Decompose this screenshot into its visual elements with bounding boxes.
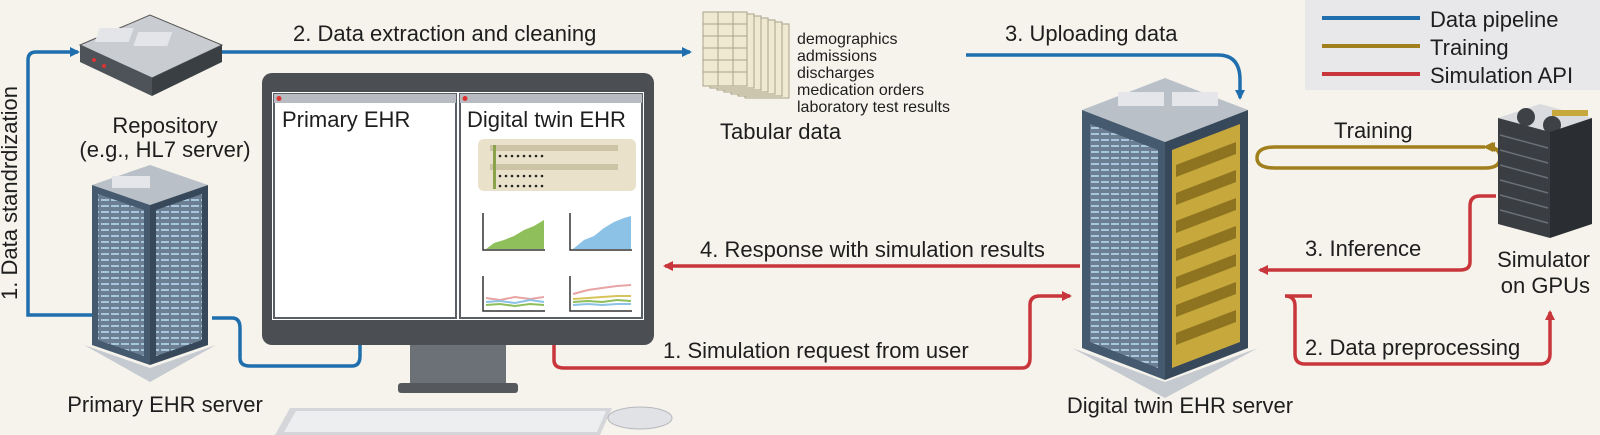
pipeline-edges [26,47,1245,368]
tabular-fields: demographics admissions discharges medic… [797,31,950,116]
edge-inference [1258,194,1496,275]
field-admissions: admissions [797,48,877,65]
simulator-label-line1: Simulator [1497,247,1590,272]
digital-twin-pane [459,93,643,319]
edge-simulation-request [552,291,1072,370]
primary-server-label: Primary EHR server [67,392,263,417]
mini-line-chart-left [482,276,545,312]
monitor-icon [262,73,654,393]
field-medication-orders: medication orders [797,82,924,99]
tabular-label: Tabular data [720,119,842,144]
monitor-left-pane-title: Primary EHR [282,107,410,132]
simulator-label-line2: on GPUs [1501,273,1590,298]
label-uploading: 3. Uploading data [1005,21,1178,46]
legend: Data pipeline Training Simulation API [1305,0,1600,90]
label-response: 4. Response with simulation results [700,237,1045,262]
label-extraction: 2. Data extraction and cleaning [293,21,596,46]
repository-label-line2: (e.g., HL7 server) [79,137,250,162]
edge-training-bottom [1275,142,1502,170]
primary-server-rack [84,165,216,382]
mini-line-chart-right [569,276,632,312]
keyboard-icon [275,408,612,435]
label-training: Training [1334,118,1413,143]
twin-server-rack [1072,78,1258,398]
monitor-right-pane-title: Digital twin EHR [467,107,626,132]
legend-label-simulation: Simulation API [1430,63,1573,88]
label-data-standardization: 1. Data standrdization [0,86,22,300]
field-laboratory-test-results: laboratory test results [797,99,950,116]
mouse-icon [607,406,673,430]
label-inference: 3. Inference [1305,236,1421,261]
edge-uploading [966,53,1245,100]
edge-server-to-monitor [212,316,362,368]
twin-server-label: Digital twin EHR server [1067,393,1293,418]
edge-data-standardization [26,47,92,317]
simulation-edges [552,194,1555,370]
label-preprocessing: 2. Data preprocessing [1305,335,1520,360]
repository-label-line1: Repository [112,113,217,138]
gpu-stack-icon [1498,104,1592,238]
training-loop [1255,142,1502,170]
edge-training-top [1255,142,1493,170]
legend-label-pipeline: Data pipeline [1430,7,1558,32]
label-request: 1. Simulation request from user [663,338,969,363]
mini-area-chart-blue [569,213,632,251]
field-discharges: discharges [797,65,874,82]
edge-preprocessing [1284,294,1555,366]
primary-ehr-pane [273,93,457,319]
field-demographics: demographics [797,31,898,48]
server-box-icon [78,14,224,96]
mini-area-chart-green [482,213,545,251]
table-stack-icon [702,11,790,99]
legend-label-training: Training [1430,35,1509,60]
